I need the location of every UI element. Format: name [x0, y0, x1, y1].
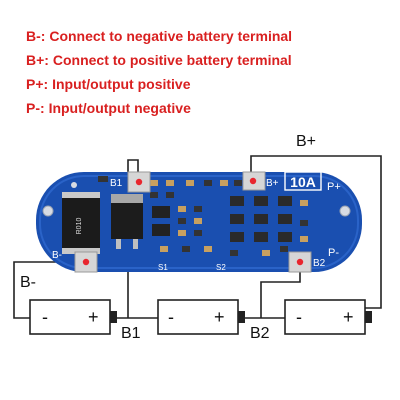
mosfet-small [278, 214, 292, 224]
component [186, 180, 194, 186]
pad-b1-marker [135, 178, 143, 186]
mount-hole-left [42, 205, 54, 217]
legend-p-minus: P-: Input/output negative [26, 100, 191, 116]
component [178, 218, 186, 224]
component [166, 192, 174, 198]
battery-plus: + [343, 307, 354, 327]
pad-b-minus-label: B- [52, 250, 62, 261]
battery-minus: - [168, 307, 174, 327]
label-b-minus: B- [20, 274, 36, 291]
mosfet-small [278, 232, 292, 242]
battery-cell-2: - + [157, 299, 245, 335]
mount-hole-right [339, 205, 351, 217]
label-b-plus: B+ [296, 133, 316, 150]
pad-b2-label: B2 [313, 258, 326, 269]
shunt-marking: R010 [76, 218, 83, 235]
label-b2: B2 [250, 325, 270, 342]
component [182, 246, 190, 252]
component [220, 180, 228, 186]
pad-b1-label: B1 [110, 178, 123, 189]
legend-p-plus: P+: Input/output positive [26, 76, 191, 92]
mosfet-small [254, 232, 268, 242]
component [150, 192, 158, 198]
ic-chip [152, 206, 170, 218]
mosfet-lead-1 [116, 239, 121, 249]
shunt-resistor [62, 198, 100, 248]
label-b1: B1 [121, 325, 141, 342]
shunt-lead-top [62, 192, 100, 198]
component [98, 176, 108, 182]
battery-body [284, 299, 366, 335]
component [178, 206, 186, 212]
component [194, 206, 202, 212]
battery-cell-1: - + [29, 299, 117, 335]
mosfet-small [230, 232, 244, 242]
pad-b-plus-label: B+ [266, 178, 279, 189]
legend: B-: Connect to negative battery terminal… [26, 24, 386, 120]
component [280, 246, 288, 252]
battery-plus: + [88, 307, 99, 327]
component [194, 230, 202, 236]
pad-p-minus-label: P- [328, 247, 339, 259]
mosfet-small [254, 196, 268, 206]
mosfet-small [254, 214, 268, 224]
battery-cell-3: - + [284, 299, 372, 335]
component [300, 220, 308, 226]
battery-terminal [365, 311, 372, 323]
silk-s2: S2 [216, 263, 226, 272]
legend-key: P- [26, 100, 40, 116]
component [262, 250, 270, 256]
current-rating: 10A [290, 174, 316, 190]
battery-minus: - [296, 307, 302, 327]
battery-plus: + [214, 307, 225, 327]
legend-key: P+ [26, 76, 44, 92]
mosfet-small [230, 214, 244, 224]
component [300, 236, 308, 242]
board-edge [39, 175, 359, 269]
shunt-lead-bottom [62, 248, 100, 254]
mosfet-small [230, 196, 244, 206]
mount-hole-top [71, 182, 77, 188]
bms-board: R010 [36, 171, 362, 273]
legend-desc: Connect to positive battery terminal [52, 52, 292, 68]
battery-terminal [238, 311, 245, 323]
battery-minus: - [42, 307, 48, 327]
component [166, 180, 174, 186]
legend-desc: Connect to negative battery terminal [49, 28, 293, 44]
component [230, 250, 238, 256]
mosfet-lead-2 [133, 239, 138, 249]
pad-b-minus-marker [82, 258, 90, 266]
component [160, 246, 168, 252]
ic-chip [152, 224, 170, 236]
component [204, 246, 212, 252]
wire-b-plus [250, 155, 382, 309]
component [234, 180, 242, 186]
legend-desc: Input/output positive [52, 76, 191, 92]
legend-desc: Input/output negative [48, 100, 191, 116]
legend-key: B- [26, 28, 41, 44]
mosfet-tab [111, 194, 143, 203]
current-rating-box [284, 171, 322, 191]
battery-terminal [110, 311, 117, 323]
legend-b-minus: B-: Connect to negative battery terminal [26, 28, 293, 44]
battery-body [157, 299, 239, 335]
legend-b-plus: B+: Connect to positive battery terminal [26, 52, 292, 68]
component [204, 180, 212, 186]
battery-body [29, 299, 111, 335]
component [150, 180, 158, 186]
legend-key: B+ [26, 52, 45, 68]
pad-b2-marker [296, 258, 304, 266]
component [178, 230, 186, 236]
pad-p-plus-label: P+ [327, 181, 341, 193]
component [194, 218, 202, 224]
wire-b-minus [13, 261, 86, 319]
pad-b-plus-marker [249, 177, 257, 185]
component [300, 200, 308, 206]
mosfet-body [111, 203, 143, 239]
mosfet-small [278, 196, 292, 206]
silk-s1: S1 [158, 263, 168, 272]
